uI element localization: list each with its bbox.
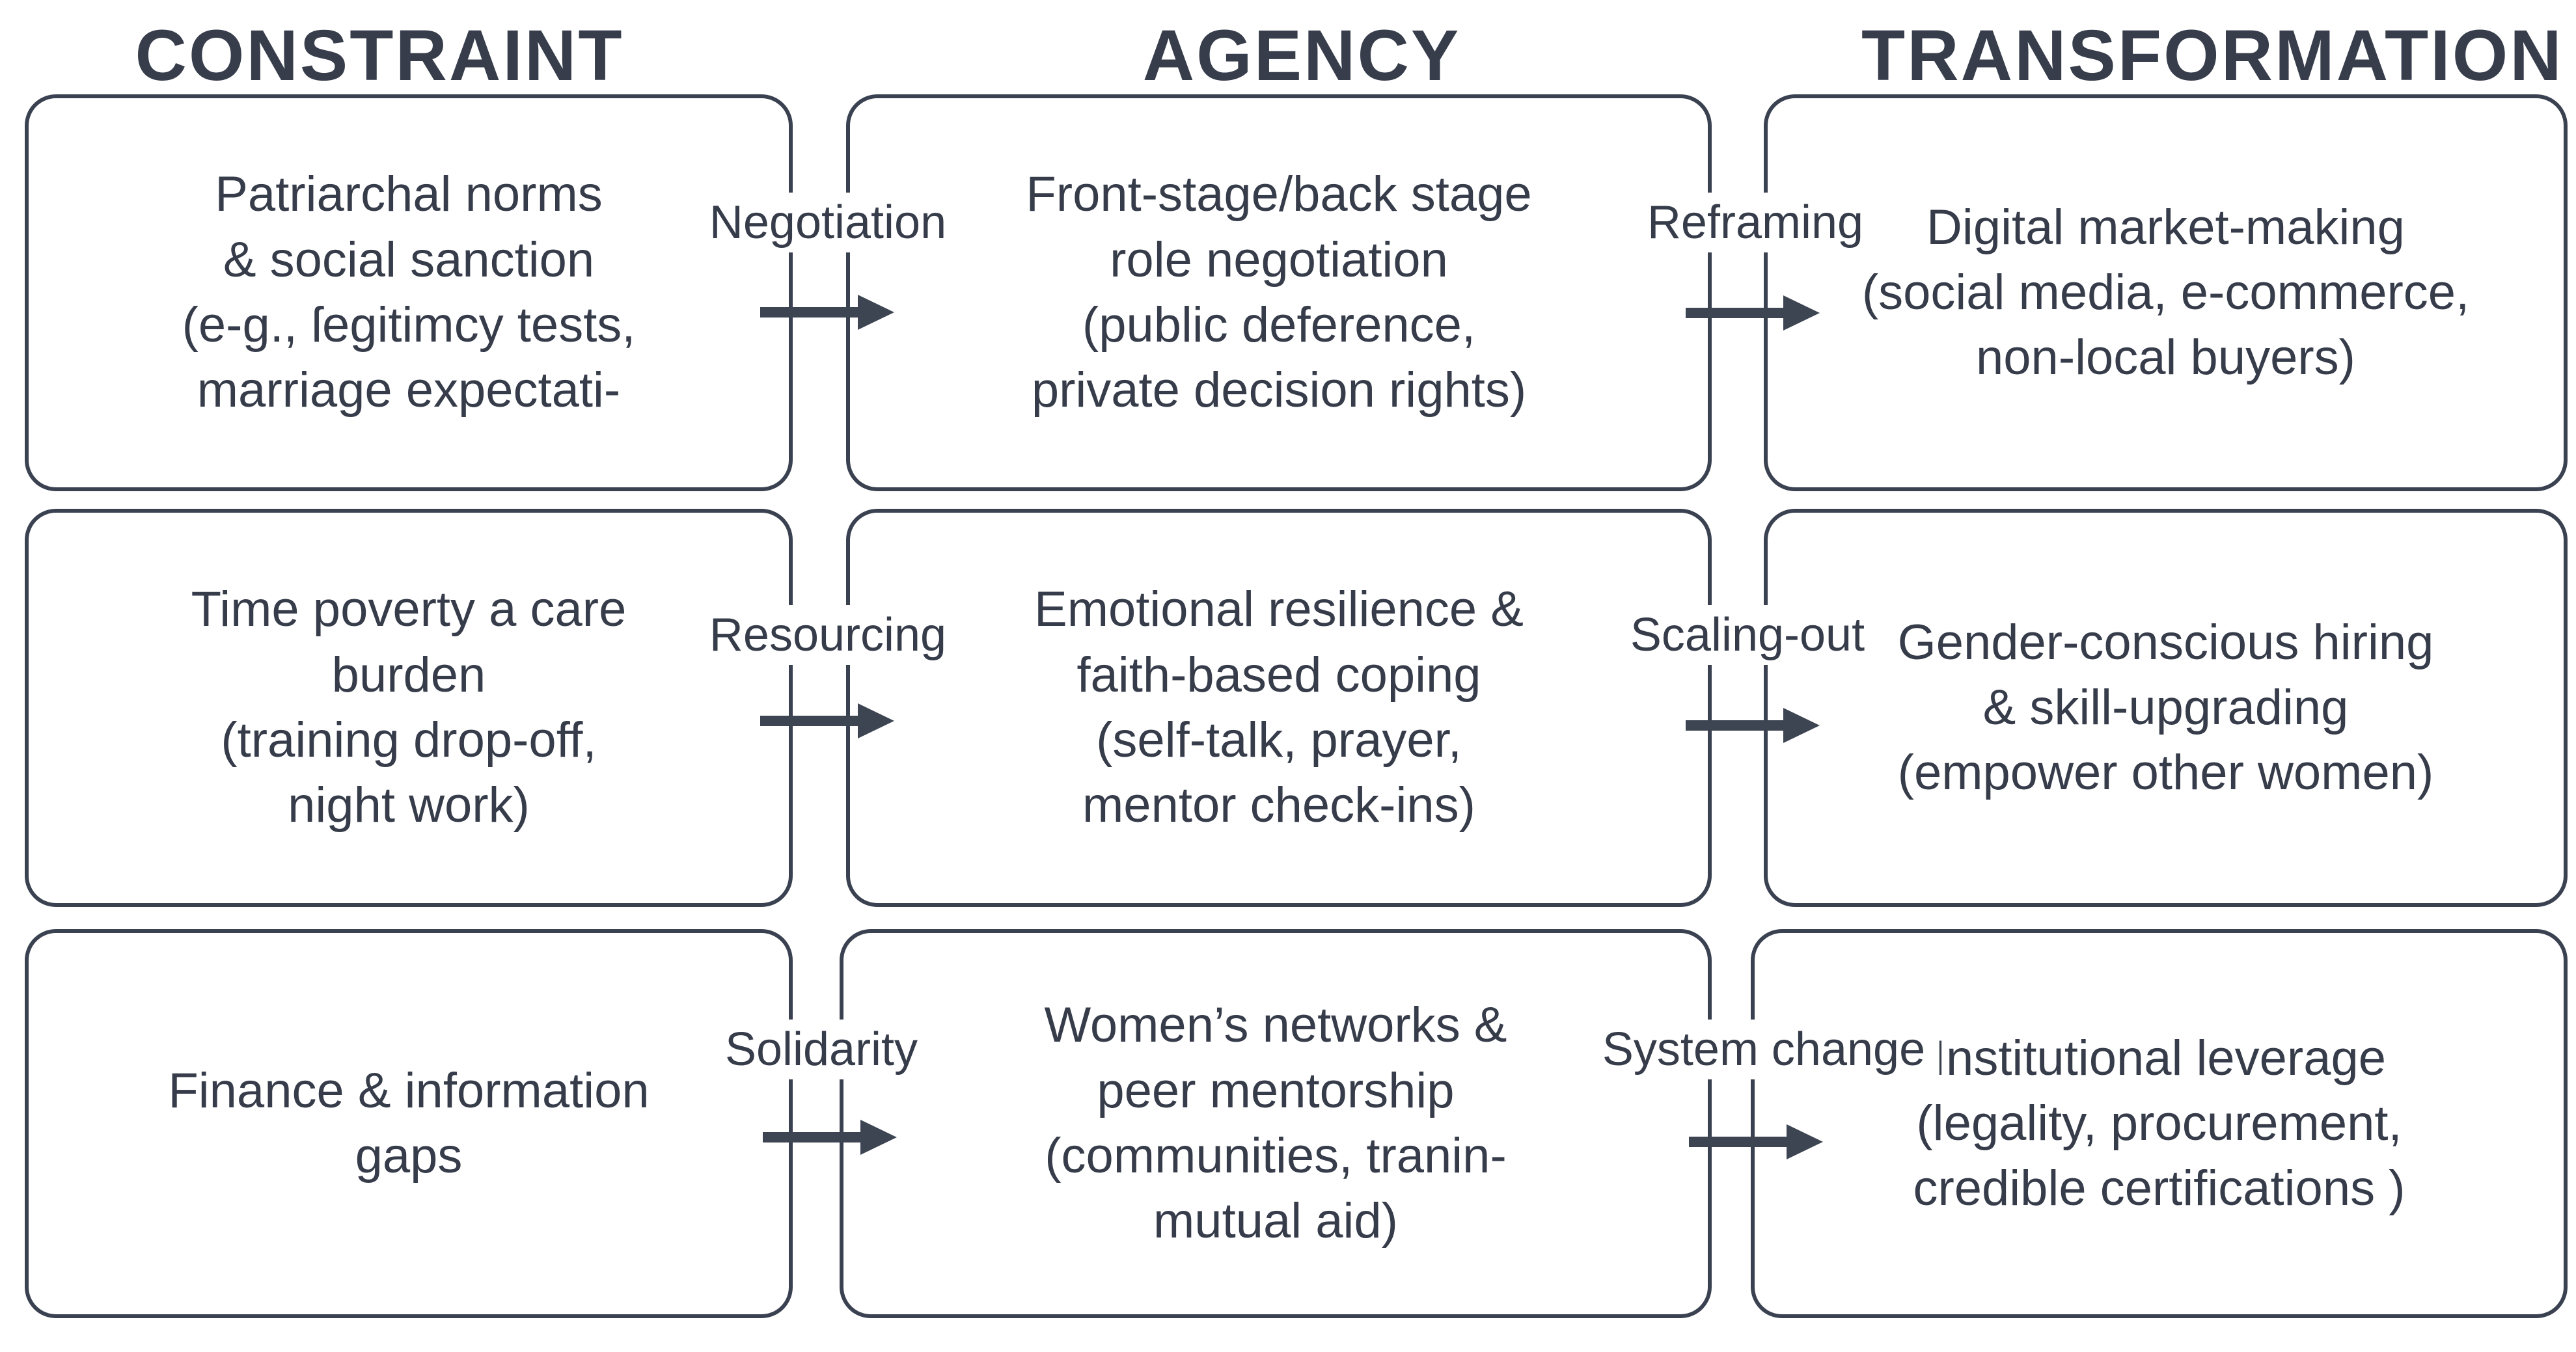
box-agency-row3-text: Women’s networks & peer mentorship (comm… bbox=[1044, 997, 1507, 1249]
arrow-head bbox=[858, 295, 894, 330]
arrow-head bbox=[1783, 708, 1820, 743]
label-solidarity: Solidarity bbox=[710, 1020, 933, 1079]
box-transformation-row1: Digital market-making (social media, e-c… bbox=[1764, 94, 2568, 491]
arrow-shaft bbox=[1689, 1137, 1788, 1147]
box-agency-row2: Emotional resilience & faith-based copin… bbox=[846, 509, 1712, 907]
box-transformation-row3-text: Institutional leverage (legality, procur… bbox=[1913, 1030, 2405, 1217]
label-resourcing: Resourcing bbox=[694, 605, 961, 665]
label-negotiation: Negotiation bbox=[694, 193, 961, 252]
box-transformation-row3: Institutional leverage (legality, procur… bbox=[1751, 929, 2568, 1318]
box-agency-row2-text: Emotional resilience & faith-based copin… bbox=[1034, 582, 1524, 833]
box-constraint-row3-text: Finance & information gaps bbox=[168, 1062, 650, 1183]
arrow-shaft bbox=[1686, 308, 1785, 318]
label-system-change: System change bbox=[1587, 1020, 1940, 1079]
arrow-head bbox=[858, 703, 894, 738]
column-header-constraint: CONSTRAINT bbox=[135, 16, 624, 96]
box-constraint-row1-text: Patriarchal norms & social sanction (e-g… bbox=[182, 167, 636, 418]
box-agency-row1-text: Front-stage/back stage role negotiation … bbox=[1026, 167, 1532, 418]
arrow-head bbox=[1787, 1124, 1823, 1159]
box-constraint-row3: Finance & information gaps bbox=[25, 929, 793, 1318]
label-scaling-out: Scaling-out bbox=[1615, 605, 1880, 665]
box-agency-row1: Front-stage/back stage role negotiation … bbox=[846, 94, 1712, 491]
box-transformation-row1-text: Digital market-making (social media, e-c… bbox=[1861, 199, 2470, 386]
box-transformation-row2: Gender-conscious hiring & skill-upgradin… bbox=[1764, 509, 2568, 907]
box-constraint-row2: Time poverty a care burden (training dro… bbox=[25, 509, 793, 907]
arrow-head bbox=[860, 1120, 897, 1155]
box-constraint-row2-text: Time poverty a care burden (training dro… bbox=[191, 582, 627, 833]
box-transformation-row2-text: Gender-conscious hiring & skill-upgradin… bbox=[1897, 614, 2434, 801]
arrow-shaft bbox=[760, 307, 859, 318]
column-header-agency: AGENCY bbox=[1142, 16, 1461, 96]
arrow-shaft bbox=[763, 1132, 862, 1142]
arrow-shaft bbox=[1686, 720, 1785, 731]
label-reframing: Reframing bbox=[1632, 193, 1878, 252]
arrow-shaft bbox=[760, 716, 859, 726]
box-agency-row3: Women’s networks & peer mentorship (comm… bbox=[840, 929, 1712, 1318]
box-constraint-row1: Patriarchal norms & social sanction (e-g… bbox=[25, 94, 793, 491]
column-header-transformation: TRANSFORMATION bbox=[1861, 16, 2564, 96]
arrow-head bbox=[1783, 295, 1820, 331]
